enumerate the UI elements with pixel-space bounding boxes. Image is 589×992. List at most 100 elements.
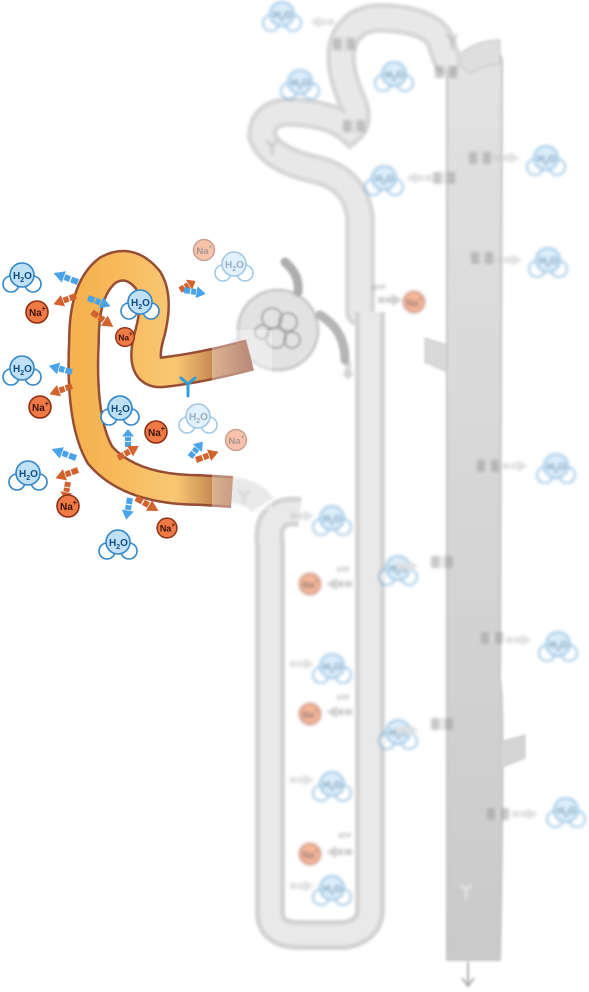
arrow-icon (194, 449, 219, 463)
channel-icon (477, 460, 499, 472)
sodium-label: Na+ (148, 426, 165, 439)
semi-faded-molecules: H2O Na+ Na+ H2O (178, 238, 254, 452)
sodium-ion-icon: Na+ (298, 572, 322, 596)
arrow-icon (53, 293, 78, 307)
water-molecule-icon: H2O (312, 875, 352, 906)
channel-icon (333, 38, 355, 50)
water-label: H2O (323, 662, 342, 675)
water-molecule-icon: H2O (100, 395, 140, 426)
arrow-icon (396, 560, 418, 572)
efferent-arteriole (315, 310, 350, 365)
arrow-icon (122, 429, 134, 447)
arrow-icon (53, 271, 80, 285)
water-molecule-icon: H2O (312, 653, 352, 684)
atp-label: ATP (336, 695, 350, 702)
water-label: H2O (189, 412, 208, 425)
water-label: H2O (557, 806, 576, 819)
sodium-ion-icon: Na+ (192, 238, 216, 262)
y-receptor-icon (179, 376, 197, 398)
arrow-icon (378, 294, 402, 306)
collecting-duct-branch-top (454, 39, 501, 75)
sodium-label: Na+ (302, 848, 318, 861)
y-receptor-icon (459, 883, 473, 900)
channel-icon (431, 556, 453, 568)
sodium-label: Na+ (228, 434, 244, 447)
water-label: H2O (225, 260, 244, 273)
water-molecule-icon: H2O (528, 247, 568, 278)
proximal-tubule-lumen (69, 252, 254, 506)
water-molecule-icon: H2O (2, 262, 42, 293)
arrow-icon (51, 447, 78, 461)
atp-label: ATP (372, 285, 386, 292)
arrow-icon (121, 497, 134, 520)
arrow-icon (496, 254, 522, 266)
channel-icon (487, 808, 509, 820)
arrow-icon (48, 362, 73, 375)
water-label: H2O (13, 271, 32, 284)
water-label: H2O (291, 78, 310, 91)
water-label: H2O (385, 70, 404, 83)
transport-molecules: H2ONa+H2ONa+H2ONa+H2ONa+H2ONa+H2ONa+H2ON… (2, 238, 254, 560)
water-label: H2O (547, 462, 566, 475)
water-molecule-icon: H2O (364, 165, 404, 196)
water-molecule-icon: H2O (280, 69, 320, 100)
y-receptor-icon (265, 139, 279, 156)
channel-icon (343, 120, 365, 132)
collecting-duct (446, 50, 504, 961)
arrow-icon (55, 467, 80, 481)
sodium-ion-icon: Na+ (28, 395, 52, 419)
sodium-ion-icon: Na+ (298, 842, 322, 866)
atp-label: ATP (338, 833, 352, 840)
channel-icon (435, 66, 457, 78)
urine-outflow-arrow-icon (461, 962, 475, 988)
arrow-icon (310, 16, 334, 28)
arrow-icon (116, 445, 139, 461)
arrow-icon (502, 460, 528, 472)
sodium-ion-icon: Na+ (402, 290, 426, 314)
transport-arrows (48, 271, 219, 520)
water-label: H2O (323, 514, 342, 527)
arrow-icon (183, 286, 206, 299)
water-molecule-icon: H2O (262, 1, 302, 32)
arrow-icon (326, 706, 352, 718)
channel-icon (481, 632, 503, 644)
channel-icon (431, 718, 453, 730)
arrow-icon (494, 152, 520, 164)
water-label: H2O (537, 154, 556, 167)
loop-of-henle-inner (259, 312, 380, 945)
arrow-icon (396, 724, 418, 736)
sodium-ion-icon: Na+ (56, 494, 80, 518)
water-molecule-icon: H2O (374, 61, 414, 92)
sodium-ion-icon: Na+ (224, 428, 248, 452)
y-receptor-icon (237, 489, 251, 506)
arrow-icon (326, 578, 352, 590)
water-molecule-icon: H2O (8, 460, 48, 491)
sodium-label: Na+ (29, 306, 46, 319)
arrow-icon (49, 383, 74, 397)
sodium-label: Na+ (406, 296, 422, 309)
water-molecule-icon: H2O (538, 631, 578, 662)
arrow-icon (86, 295, 111, 309)
sodium-ion-icon: Na+ (298, 702, 322, 726)
arrow-icon (290, 658, 314, 670)
sodium-label: Na+ (302, 578, 318, 591)
sodium-ion-icon: Na+ (144, 420, 168, 444)
sodium-label: Na+ (60, 500, 77, 513)
water-label: H2O (111, 404, 130, 417)
water-molecule-icon: H2O (312, 505, 352, 536)
water-label: H2O (375, 174, 394, 187)
sodium-ion-icon: Na+ (156, 517, 178, 539)
sodium-label: Na+ (196, 244, 212, 257)
collecting-duct-side-branch-2 (499, 734, 526, 769)
water-label: H2O (323, 780, 342, 793)
arrow-icon (290, 880, 314, 892)
sodium-ion-icon: Na+ (25, 300, 49, 324)
sodium-label: Na+ (118, 332, 133, 342)
arrow-icon (290, 774, 314, 786)
sodium-label: Na+ (160, 522, 176, 534)
channel-icon (471, 252, 493, 264)
arrow-icon (187, 441, 203, 459)
water-molecule-icon: H2O (120, 289, 160, 320)
